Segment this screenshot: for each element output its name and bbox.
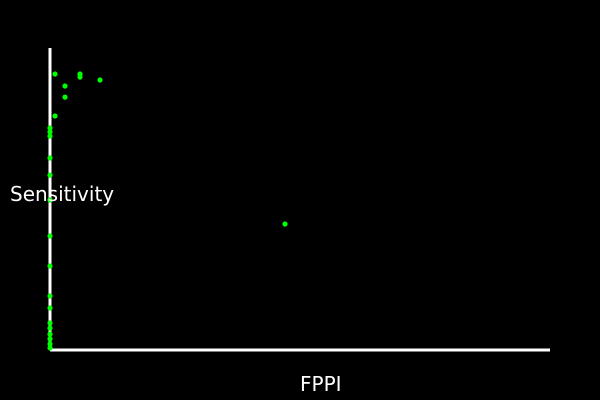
data-point	[52, 113, 58, 119]
data-point	[52, 71, 58, 77]
data-point	[47, 133, 53, 139]
data-point	[47, 293, 53, 299]
data-point	[77, 74, 83, 80]
data-point	[97, 77, 103, 83]
scatter-points-layer	[47, 71, 288, 351]
data-point	[47, 341, 53, 347]
data-point	[47, 129, 53, 135]
data-point	[47, 197, 53, 203]
data-point	[47, 320, 53, 326]
data-point	[47, 336, 53, 342]
data-point	[282, 221, 288, 227]
data-point	[47, 172, 53, 178]
data-point	[47, 345, 53, 351]
data-point	[47, 305, 53, 311]
data-point	[47, 263, 53, 269]
data-point	[62, 94, 68, 100]
y-axis-label: Sensitivity	[10, 182, 114, 206]
data-point	[47, 325, 53, 331]
data-point	[47, 233, 53, 239]
x-axis-label: FPPI	[300, 372, 342, 396]
data-point	[62, 83, 68, 89]
data-point	[47, 155, 53, 161]
data-point	[47, 125, 53, 131]
data-point	[47, 331, 53, 337]
